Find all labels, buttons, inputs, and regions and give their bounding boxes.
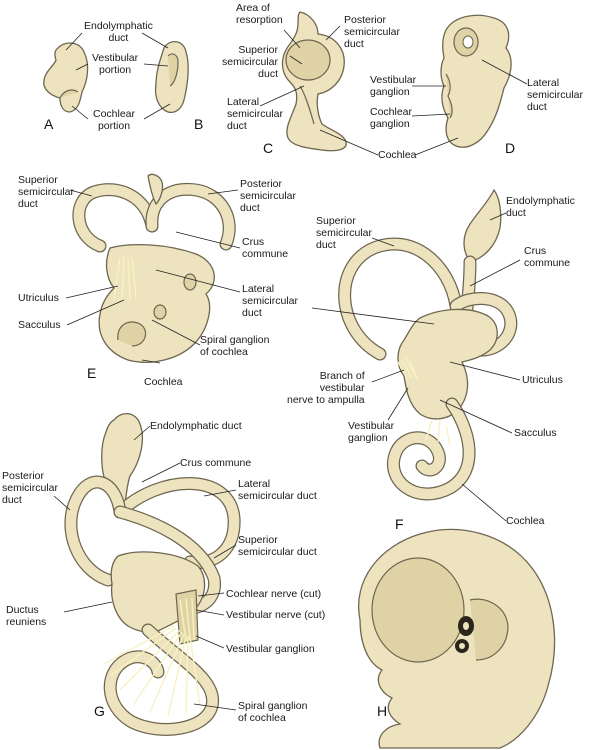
label-vestibular-ganglion-d: Vestibular ganglion: [370, 74, 417, 98]
label-cochlear-portion: Cochlear portion: [93, 108, 136, 132]
label-lateral-semicircular-duct-e: Lateral semicircular duct: [242, 283, 299, 319]
label-endolymphatic-duct-f: Endolymphatic duct: [506, 195, 575, 219]
label-utriculus-f: Utriculus: [522, 374, 563, 386]
label-posterior-semicircular-duct-c: Posterior semicircular duct: [344, 14, 401, 50]
label-utriculus-e: Utriculus: [18, 292, 59, 304]
panel-letter-b: B: [194, 116, 204, 132]
label-sacculus-e: Sacculus: [18, 319, 61, 331]
label-superior-semicircular-duct-g: Superior semicircular duct: [238, 534, 317, 558]
panel-letter-a: A: [44, 116, 54, 132]
label-cochlea-f: Cochlea: [506, 515, 545, 527]
label-vestibular-portion: Vestibular portion: [92, 52, 139, 76]
label-posterior-semicircular-duct-g: Posterior semicircular duct: [2, 470, 59, 506]
label-posterior-semicircular-duct-e: Posterior semicircular duct: [240, 178, 297, 214]
panel-letter-d: D: [505, 140, 516, 156]
inner-ear-d: [440, 14, 512, 148]
label-crus-commune-e: Crus commune: [242, 236, 289, 260]
label-vestibular-ganglion-f: Vestibular ganglion: [348, 420, 395, 444]
inner-ear-e: [72, 173, 236, 363]
label-cochlea-cd: Cochlea: [378, 149, 417, 161]
label-sacculus-f: Sacculus: [514, 427, 557, 439]
label-cochlear-nerve-cut: Cochlear nerve (cut): [226, 588, 322, 600]
panel-letter-e: E: [87, 365, 97, 381]
label-lateral-semicircular-duct-c: Lateral semicircular duct: [227, 96, 284, 132]
label-crus-commune-f: Crus commune: [524, 245, 571, 269]
panel-letter-f: F: [395, 516, 404, 532]
otic-vesicle-a: [43, 42, 89, 113]
label-crus-commune-g: Crus commune: [180, 457, 252, 469]
label-superior-semicircular-duct-f: Superior semicircular duct: [316, 215, 373, 251]
label-vestibular-nerve-cut: Vestibular nerve (cut): [226, 609, 326, 621]
inner-ear-g: [64, 413, 241, 736]
label-endolymphatic-duct-g: Endolymphatic duct: [150, 420, 242, 432]
label-branch-vestibular-nerve: Branch of vestibular nerve to ampulla: [287, 370, 365, 406]
panel-letter-g: G: [94, 703, 105, 719]
label-vestibular-ganglion-g: Vestibular ganglion: [226, 643, 315, 655]
label-endolymphatic-duct-ab: Endolymphatic duct: [84, 20, 153, 44]
label-spiral-ganglion-g: Spiral ganglion of cochlea: [238, 700, 308, 724]
label-superior-semicircular-duct-e: Superior semicircular duct: [18, 174, 75, 210]
label-lateral-semicircular-duct-d: Lateral semicircular duct: [527, 77, 584, 113]
label-lateral-semicircular-duct-g: Lateral semicircular duct: [238, 478, 317, 502]
leader-lines: [53, 25, 528, 711]
panel-letter-c: C: [263, 140, 274, 156]
label-cochlea-e: Cochlea: [144, 376, 183, 388]
label-spiral-ganglion-e: Spiral ganglion of cochlea: [200, 334, 270, 358]
otic-vesicle-b: [154, 41, 189, 114]
label-superior-semicircular-duct-c: Superior semicircular duct: [222, 44, 279, 80]
panel-letter-h: H: [377, 703, 388, 719]
embryo-head-h: [358, 528, 556, 749]
inner-ear-f: [338, 188, 518, 501]
label-ductus-reuniens: Ductus reuniens: [6, 604, 47, 628]
label-area-of-resorption: Area of resorption: [236, 2, 283, 26]
inner-ear-c: [281, 11, 347, 152]
label-cochlear-ganglion: Cochlear ganglion: [370, 106, 413, 130]
